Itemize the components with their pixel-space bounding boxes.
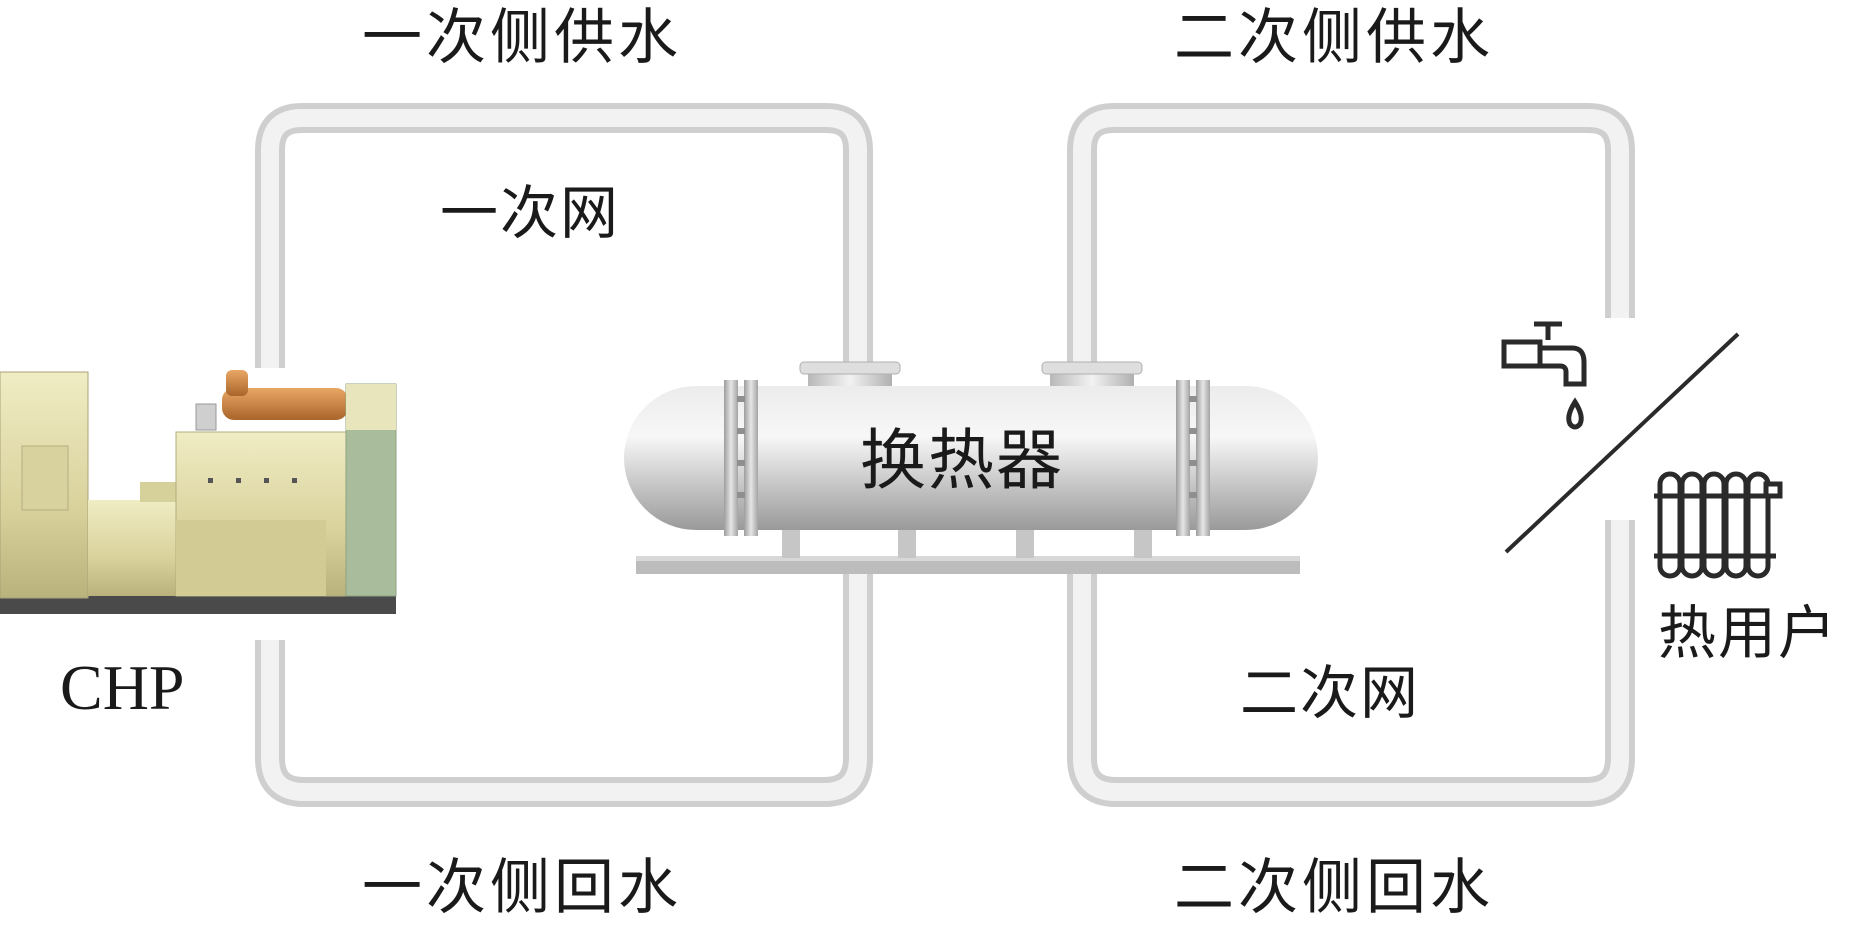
radiator-icon xyxy=(1654,471,1783,579)
primary-network-label: 一次网 xyxy=(440,179,621,247)
divider-line xyxy=(1504,332,1740,554)
secondary-supply-label: 二次侧供水 xyxy=(1174,3,1494,73)
generator-icon xyxy=(0,370,397,614)
secondary-loop-pipes xyxy=(1067,103,1635,807)
secondary-return-label: 二次侧回水 xyxy=(1174,853,1494,923)
primary-loop-pipes xyxy=(255,103,873,807)
heat-exchanger-label: 换热器 xyxy=(860,422,1064,499)
heat-exchanger-icon xyxy=(624,361,1318,574)
primary-supply-label: 一次侧供水 xyxy=(362,3,682,73)
heat-user-label: 热用户 xyxy=(1658,599,1839,667)
chp-label: CHP xyxy=(60,652,185,723)
faucet-icon xyxy=(1501,321,1587,430)
secondary-network-label: 二次网 xyxy=(1240,659,1421,727)
primary-return-label: 一次侧回水 xyxy=(362,853,682,923)
